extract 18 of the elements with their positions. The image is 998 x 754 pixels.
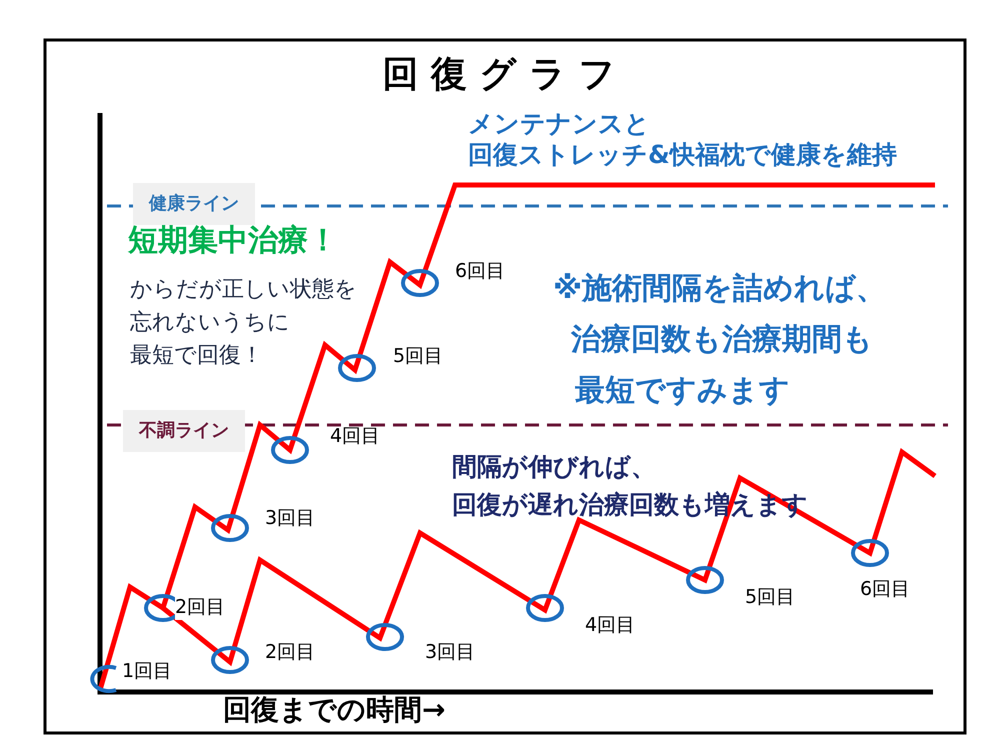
visit-count: 4回目 xyxy=(585,614,636,638)
health-line-label: 健康ライン xyxy=(133,183,255,225)
note: ※施術間隔を詰めれば、治療回数も治療期間も最短ですみます xyxy=(553,270,886,410)
visit-count: 6回目 xyxy=(455,260,506,284)
axis-title: 回復までの時間→ xyxy=(223,692,446,727)
visit-count: 3回目 xyxy=(425,641,476,665)
heading: 短期集中治療！ xyxy=(128,222,338,260)
visit-count: 1回目 xyxy=(122,660,172,684)
visit-count: 6回目 xyxy=(860,578,910,602)
visit-count: 5回目 xyxy=(393,345,444,369)
visit-count: 3回目 xyxy=(265,507,316,531)
visit-count: 4回目 xyxy=(330,425,380,449)
visit-count: 2回目 xyxy=(265,641,316,665)
title: 回 復 グ ラ フ xyxy=(381,53,617,97)
discomfort-line-label: 不調ライン xyxy=(123,410,245,452)
visit-count: 5回目 xyxy=(745,586,796,610)
description: からだが正しい状態を忘れないうちに最短で回復！ xyxy=(130,276,357,370)
maintenance-note: メンテナンスと回復ストレッチ&快福枕で健康を維持 xyxy=(468,108,897,170)
